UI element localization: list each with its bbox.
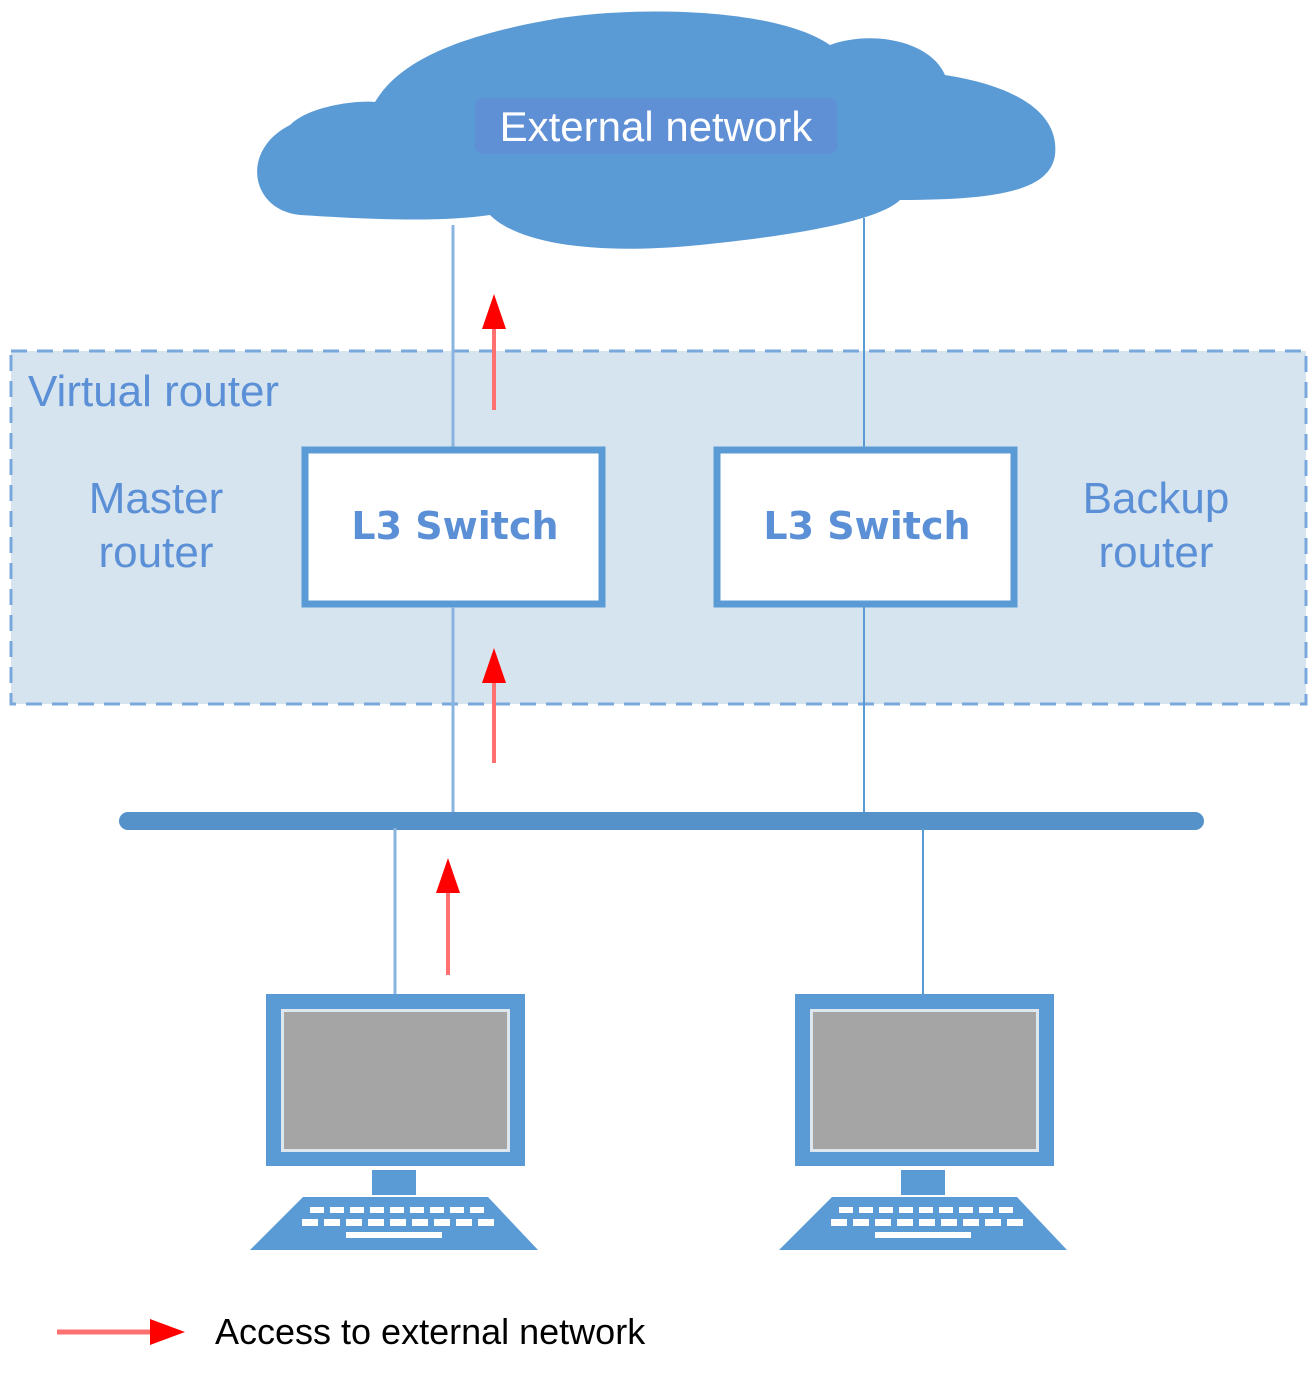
access-arrow-2: [482, 648, 506, 763]
virtual-router-label: Virtual router: [28, 367, 279, 416]
master-router-label-line1: Master: [89, 474, 223, 523]
legend-arrow-head: [150, 1319, 185, 1345]
master-router-label-line2: router: [99, 528, 214, 577]
backup-switch-label: L3 Switch: [763, 504, 970, 548]
backup-switch[interactable]: L3 Switch: [713, 446, 1018, 608]
keyboard-keys: [831, 1207, 1023, 1238]
computer-icon[interactable]: [250, 994, 538, 1250]
master-switch-label: L3 Switch: [351, 504, 558, 548]
master-switch[interactable]: L3 Switch: [301, 446, 606, 608]
keyboard-keys: [302, 1207, 494, 1238]
cloud-label: External network: [500, 103, 814, 150]
access-arrow-1: [436, 858, 460, 975]
cloud-label-bg: [475, 98, 837, 154]
legend-label: Access to external network: [215, 1311, 646, 1352]
legend: Access to external network: [57, 1311, 646, 1352]
external-network-cloud: External network: [257, 11, 1056, 249]
access-arrow-3: [482, 294, 506, 410]
virtual-router-group: [9, 349, 1308, 706]
backup-router-label-line1: Backup: [1083, 474, 1230, 523]
backup-router-label-line2: router: [1099, 528, 1214, 577]
computer-icon[interactable]: [779, 994, 1067, 1250]
